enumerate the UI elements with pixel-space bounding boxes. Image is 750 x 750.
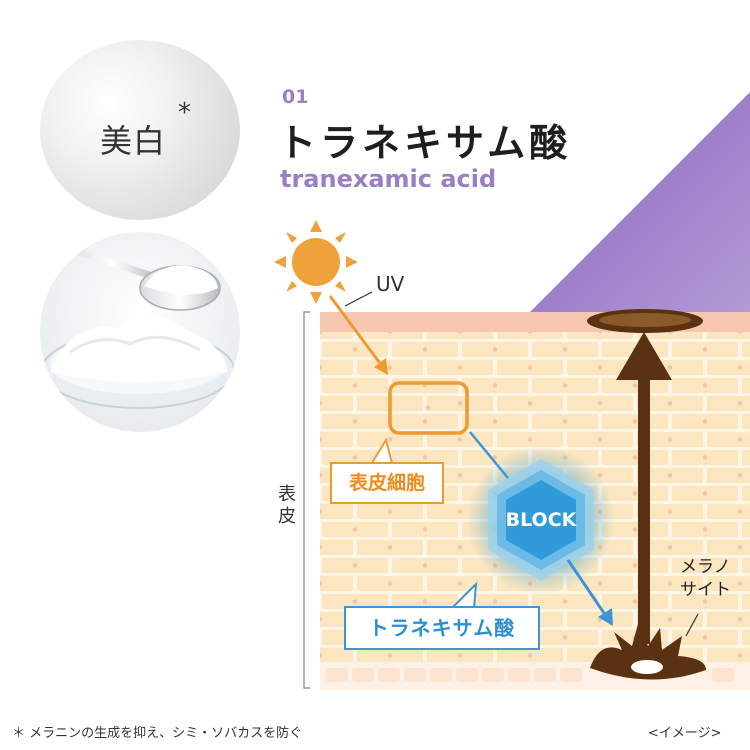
block-hexagon-icon [467,446,615,594]
ingredient-name-english: tranexamic acid [280,165,497,193]
whitening-badge [40,40,240,220]
basal-cells [326,668,734,682]
badge-asterisk: * [178,98,191,128]
melanocyte-label: メラノ サイト [680,557,731,600]
footnote: ＊ メラニンの生成を抑え、シミ・ソバカスを防ぐ [12,726,303,741]
badge-text: 美白 [100,122,167,160]
arrow-up-icon [616,332,672,644]
ingredient-number: 01 [282,86,309,108]
epidermis-label: 表皮 [278,484,296,527]
highlighted-cell [388,381,469,435]
block-label: BLOCK [505,509,577,531]
sun-icon [274,220,358,304]
epidermis-bracket [303,311,310,689]
uv-label: UV [376,272,405,296]
melanocyte-icon [590,624,706,680]
tranexamic-acid-label: トラネキサム酸 [344,606,540,650]
epidermal-cell-label: 表皮細胞 [330,462,444,504]
purple-light-shape [530,92,750,312]
ingredient-name: トラネキサム酸 [278,121,572,165]
image-note: <イメージ> [648,726,722,741]
